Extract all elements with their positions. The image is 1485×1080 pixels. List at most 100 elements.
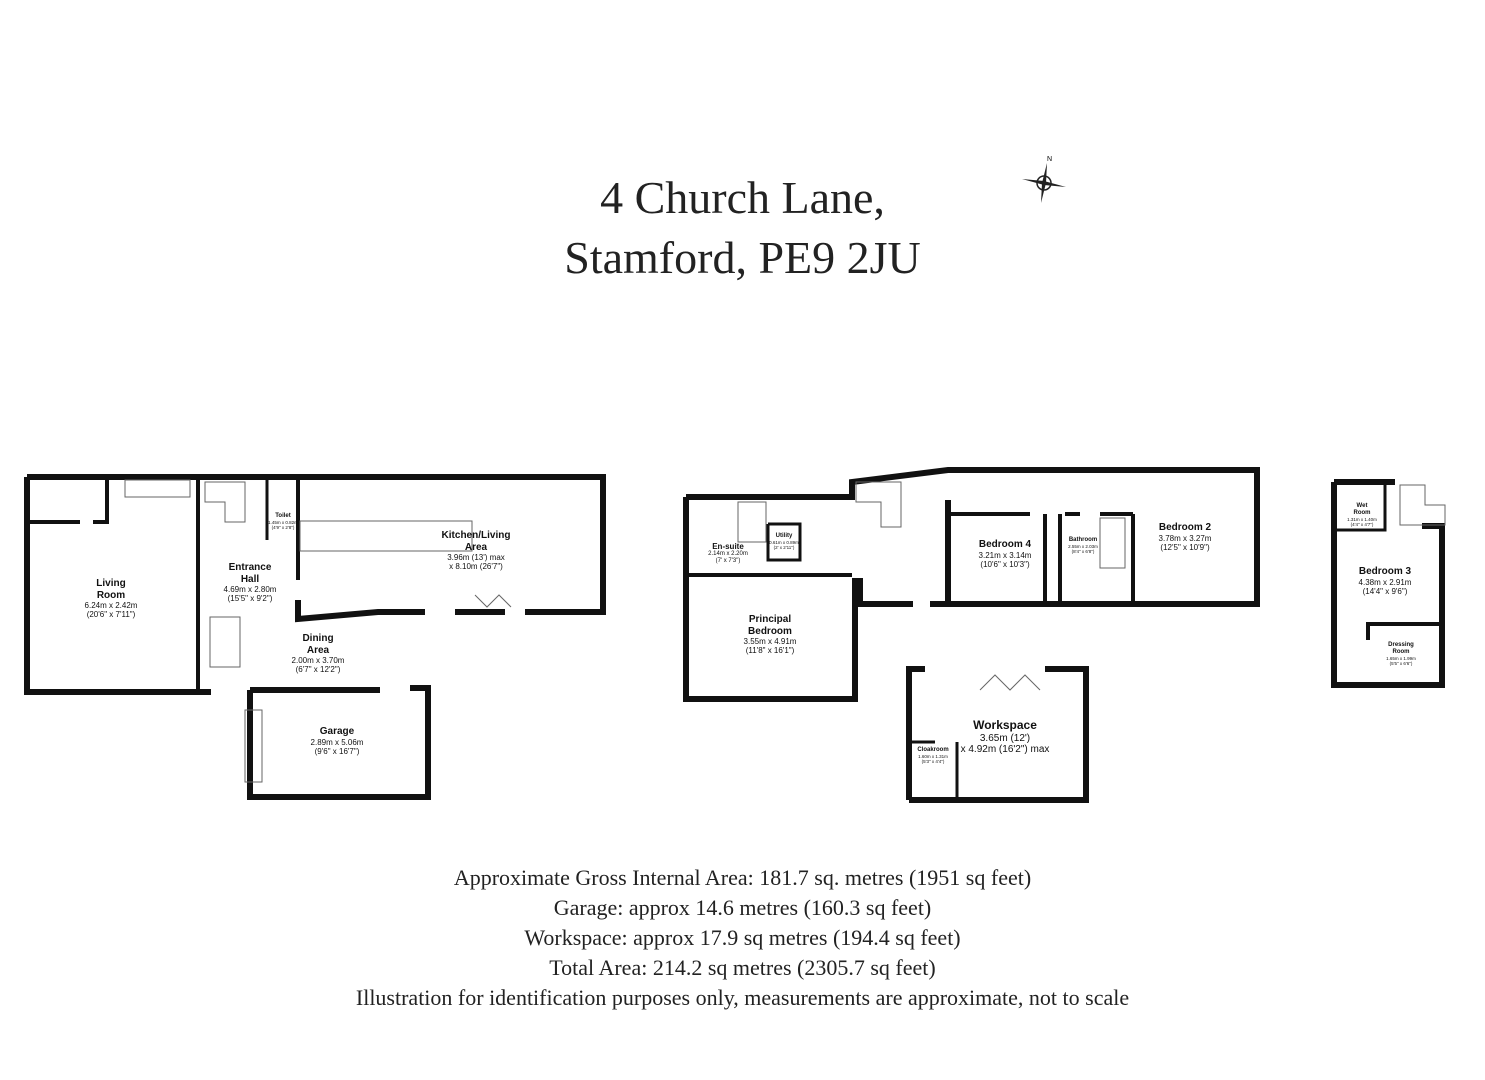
- kitchen-bifold-doors: [474, 594, 512, 608]
- room-dining: Dining Area 2.00m x 3.70m (6'7" x 12'2"): [292, 633, 345, 674]
- room-name: Dining: [302, 633, 334, 644]
- property-address-line2: Stamford, PE9 2JU: [564, 232, 921, 283]
- room-name: Bedroom 3: [1358, 566, 1412, 577]
- room-imperial: (10'6" x 10'3"): [980, 559, 1030, 569]
- hall-storage: [209, 616, 241, 668]
- staircase-first: [855, 481, 902, 528]
- dressing-wall: [1366, 622, 1442, 640]
- wetroom-wall: [1334, 482, 1387, 532]
- room-name: Dressing: [1388, 642, 1414, 648]
- room-imperial: (5'5" x 6'6"): [1389, 660, 1413, 666]
- room-name: Kitchen/Living: [441, 530, 511, 541]
- disclaimer: Illustration for identification purposes…: [355, 985, 1130, 1010]
- room-principal-bedroom: Principal Bedroom 3.55m x 4.91m (11'8" x…: [744, 614, 797, 655]
- room-name: Room: [96, 589, 126, 601]
- room-name: Bathroom: [1068, 537, 1098, 543]
- room-name: Principal: [748, 614, 792, 625]
- compass-rose-icon: N: [1020, 155, 1070, 215]
- room-metric: 1.65m x 1.99m: [1386, 655, 1416, 661]
- garage-area: Garage: approx 14.6 metres (160.3 sq fee…: [553, 895, 932, 920]
- room-imperial: (14'4" x 9'6"): [1362, 586, 1408, 596]
- room-name: Wet: [1356, 503, 1368, 509]
- room-cloakroom: Cloakroom 1.60m x 1.31m (5'3" x 4'4"): [917, 747, 948, 764]
- room-name: Garage: [319, 726, 355, 737]
- room-name: En-suite: [712, 542, 744, 551]
- room-imperial: x 8.10m (26'7"): [449, 562, 503, 572]
- room-imperial: x 4.92m (16'2") max: [960, 744, 1050, 756]
- room-imperial: (7' x 7'3"): [715, 558, 741, 565]
- room-metric: 1.45m x 0.82m: [268, 519, 298, 525]
- workspace-walls: [906, 666, 1089, 803]
- room-ensuite: En-suite 2.14m x 2.20m (7' x 7'3"): [708, 542, 748, 565]
- workspace-area: Workspace: approx 17.9 sq metres (194.4 …: [524, 925, 961, 950]
- room-metric: 2.55m x 2.03m: [1068, 543, 1098, 549]
- room-bathroom: Bathroom 2.55m x 2.03m (8'4" x 6'8"): [1068, 537, 1098, 554]
- room-name: Cloakroom: [917, 747, 949, 753]
- room-entrance-hall: Entrance Hall 4.69m x 2.80m (15'5" x 9'2…: [224, 562, 277, 603]
- room-kitchen-living: Kitchen/Living Area 3.96m (13') max x 8.…: [442, 530, 511, 571]
- room-metric: 0.61m x 0.89m: [769, 539, 799, 545]
- room-name: Utility: [775, 533, 793, 539]
- room-metric: 6.24m x 2.42m: [84, 601, 138, 610]
- room-metric: 2.00m x 3.70m: [291, 656, 345, 665]
- room-name: Living: [96, 578, 126, 589]
- ground-floor-walls: [24, 474, 606, 695]
- room-imperial: (8'4" x 6'8"): [1071, 549, 1095, 555]
- room-name: Room: [1392, 648, 1410, 655]
- room-imperial: (12'5" x 10'9"): [1160, 542, 1210, 552]
- staircase-ground: [204, 481, 246, 523]
- room-name: Bedroom 2: [1158, 522, 1212, 533]
- room-living: Living Room 6.24m x 2.42m (20'6" x 7'11"…: [85, 578, 138, 619]
- room-bedroom-3: Bedroom 3 4.38m x 2.91m (14'4" x 9'6"): [1359, 566, 1412, 596]
- cupboard-wall: [30, 480, 109, 524]
- room-bedroom-4: Bedroom 4 3.21m x 3.14m (10'6" x 10'3"): [979, 539, 1032, 569]
- room-imperial: (6'7" x 12'2"): [295, 665, 341, 675]
- room-wet-room: Wet Room 1.31m x 1.40m (4'4" x 4'7"): [1347, 503, 1377, 527]
- total-area: Total Area: 214.2 sq metres (2305.7 sq f…: [549, 955, 936, 980]
- room-imperial: (5'3" x 4'4"): [921, 759, 945, 765]
- room-name: Workspace: [973, 718, 1037, 732]
- garage-door: [244, 709, 263, 783]
- room-metric: 2.14m x 2.20m: [708, 551, 748, 558]
- workspace-bifold-doors: [979, 674, 1041, 691]
- property-address-line1: 4 Church Lane,: [600, 172, 885, 223]
- room-utility: Utility 0.61m x 0.89m (2' x 2'11"): [769, 533, 799, 550]
- bedroom-dividers: [948, 512, 1135, 604]
- room-toilet: Toilet 1.45m x 0.82m (4'9" x 2'8"): [268, 513, 298, 530]
- room-metric: 2.89m x 5.06m: [310, 737, 364, 747]
- room-dressing: Dressing Room 1.65m x 1.99m (5'5" x 6'6"…: [1386, 642, 1416, 666]
- gross-area: Approximate Gross Internal Area: 181.7 s…: [453, 865, 1032, 890]
- room-name: Bedroom 4: [978, 539, 1032, 550]
- room-garage: Garage 2.89m x 5.06m (9'6" x 16'7"): [311, 726, 364, 756]
- room-imperial: (9'6" x 16'7"): [314, 746, 360, 756]
- room-bedroom-2: Bedroom 2 3.78m x 3.27m (12'5" x 10'9"): [1159, 522, 1212, 552]
- room-metric: 4.69m x 2.80m: [223, 585, 277, 594]
- shower-tray: [737, 501, 767, 543]
- room-name: Hall: [240, 573, 260, 585]
- room-metric: 3.78m x 3.27m: [1158, 533, 1212, 543]
- staircase-second: [1399, 484, 1446, 526]
- area-summary: Approximate Gross Internal Area: 181.7 s…: [0, 863, 1485, 1013]
- kitchen-island: [299, 520, 473, 552]
- room-imperial: (4'4" x 4'7"): [1350, 521, 1374, 527]
- room-imperial: (20'6" x 7'11"): [86, 610, 136, 620]
- living-unit: [124, 479, 191, 498]
- room-imperial: (11'8" x 16'1"): [745, 646, 795, 656]
- room-workspace: Workspace 3.65m (12') x 4.92m (16'2") ma…: [960, 718, 1050, 756]
- room-metric: 3.21m x 3.14m: [978, 550, 1032, 560]
- compass-north-label: N: [1047, 156, 1052, 163]
- room-metric: 3.65m (12'): [979, 732, 1031, 744]
- room-imperial: (2' x 2'11"): [773, 545, 795, 551]
- room-metric: 3.96m (13') max: [447, 553, 505, 562]
- cloakroom-wall: [912, 740, 959, 800]
- room-metric: 1.31m x 1.40m: [1347, 516, 1377, 522]
- room-metric: 1.60m x 1.31m: [918, 753, 948, 759]
- room-name: Toilet: [275, 513, 291, 519]
- room-name: Entrance: [228, 562, 272, 573]
- room-name: Area: [306, 644, 330, 656]
- room-name: Room: [1353, 509, 1371, 516]
- room-name: Area: [464, 541, 488, 553]
- room-metric: 3.55m x 4.91m: [743, 637, 797, 646]
- room-imperial: (4'9" x 2'8"): [271, 525, 295, 531]
